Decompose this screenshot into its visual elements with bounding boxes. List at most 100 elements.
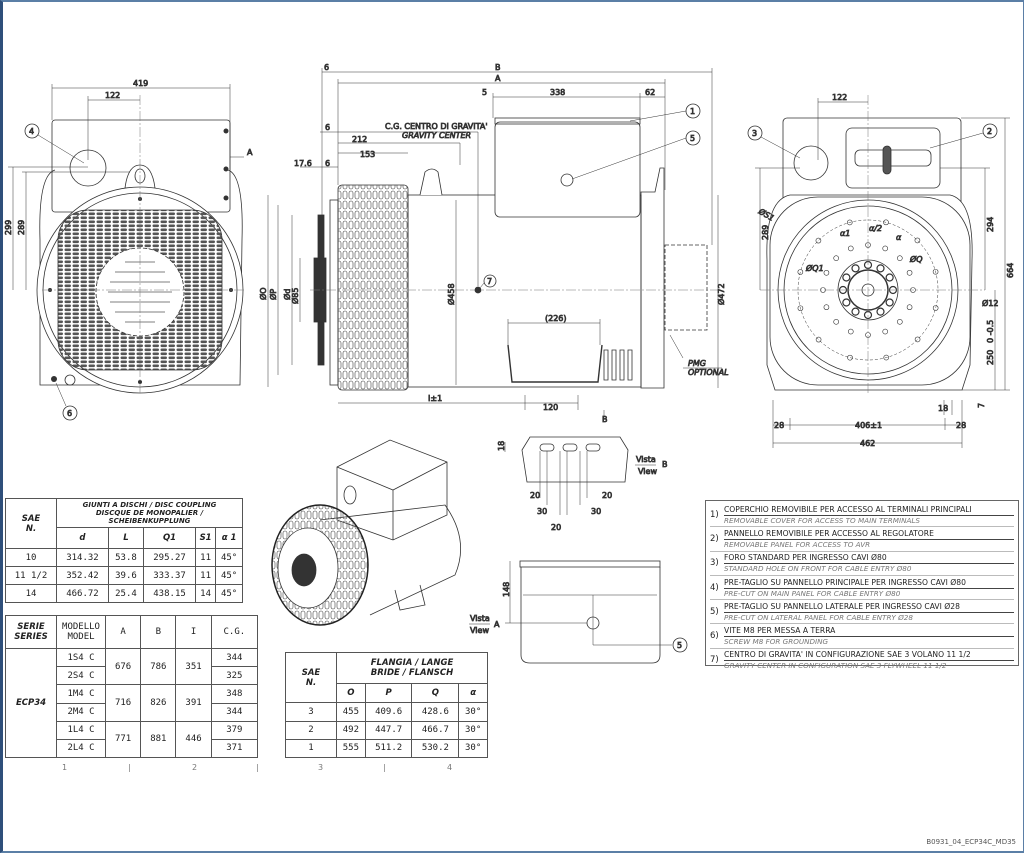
bolt-hole (797, 305, 804, 312)
callout-6-label: 6 (67, 409, 72, 418)
note-number: 1) (710, 509, 719, 520)
flange-cell: 455 (336, 702, 366, 722)
cable-hole-3 (793, 145, 829, 181)
terminal-cover (494, 117, 641, 125)
note-italian: PRE-TAGLIO SU PANNELLO PRINCIPALE PER IN… (724, 578, 1014, 589)
zone-2: 2 (192, 763, 198, 772)
note-number: 7) (710, 655, 719, 666)
model-cell: 2L4 C (56, 738, 106, 759)
gravity-center (474, 286, 482, 294)
view-b-dim-20c: 20 (551, 523, 561, 532)
flange-cell: 492 (336, 720, 366, 740)
flange-cell: 511.2 (364, 738, 413, 759)
coupling-cell: 45° (215, 566, 243, 585)
end-dimensions (755, 98, 1010, 448)
col-q: Q (411, 683, 460, 704)
view-a-dim-148: 148 (502, 582, 511, 597)
col-alpha: α (458, 683, 488, 704)
bolt-hole (914, 237, 921, 244)
vent-slots (603, 349, 633, 381)
view-b-dim-20a: 20 (530, 491, 540, 500)
bolt-hole (823, 304, 830, 311)
end-view: 122 289 294 664 250 0 -0.5 Ø12 ØS1 α1 α/… (747, 93, 1015, 448)
iso-hub (291, 553, 317, 587)
note-english: REMOVABLE PANEL FOR ACCESS TO AVR (724, 539, 871, 549)
coupling-cell: 466.72 (56, 584, 109, 603)
view-a-panel (520, 567, 661, 664)
dim-226: (226) (545, 314, 567, 323)
bolt-hole (847, 245, 854, 252)
zone-sep-3: | (383, 763, 386, 772)
note-italian: COPERCHIO REMOVIBILE PER ACCESSO AL TERM… (724, 505, 1014, 516)
view-b-dim-30a: 30 (537, 507, 547, 516)
end-dim-122: 122 (832, 93, 847, 102)
iso-body (319, 504, 461, 616)
end-dim-phi-q: ØQ (909, 254, 923, 264)
dim-phi-458: Ø458 (446, 283, 456, 305)
end-dim-664: 664 (1006, 263, 1015, 278)
flange-cell: 555 (336, 738, 366, 759)
pmg-label: PMG (688, 359, 706, 368)
end-dim-28-left: 28 (774, 421, 784, 430)
end-dim-250-tolerance: 0 -0.5 (986, 320, 995, 343)
view-a-cover (519, 560, 661, 568)
cg-cell: 379 (210, 720, 259, 740)
bolt-hole (876, 264, 885, 273)
notes-legend: 1) COPERCHIO REMOVIBILE PER ACCESSO AL TE… (705, 500, 1019, 670)
coupling-cell: 14 (5, 584, 57, 603)
iso-cable-hole (343, 485, 357, 505)
note-item: 5)PRE-TAGLIO SU PANNELLO LATERALE PER IN… (710, 600, 1014, 625)
end-dim-289: 289 (761, 225, 770, 240)
note-item: 2)PANNELLO REMOVIBILE PER ACCESSO AL REG… (710, 527, 1014, 552)
coupling-title-1: GIUNTI A DISCHI / DISC COUPLING (82, 501, 217, 509)
col-alpha1: α 1 (215, 527, 243, 549)
front-view: 419 122 299 289 A 4 6 (4, 79, 253, 421)
view-b: 18 20 20 30 30 20 Vista View B (497, 436, 668, 532)
dim-b-cell: 786 (140, 648, 177, 686)
dim-17-6: 17.6 (294, 159, 312, 168)
view-b-title-view: View (638, 467, 657, 476)
flange-title-2: BRIDE / FLANSCH (370, 668, 454, 679)
end-dim-406: 406±1 (855, 421, 882, 430)
isometric-view (271, 439, 461, 626)
flange-cell: 2 (285, 720, 337, 740)
view-a-letter: A (494, 620, 500, 629)
bolt-hole (885, 273, 894, 282)
view-b-dim-18: 18 (497, 441, 506, 451)
bolt-hole (882, 245, 889, 252)
note-item: 4)PRE-TAGLIO SU PANNELLO PRINCIPALE PER … (710, 576, 1014, 601)
coupling-cell: 438.15 (143, 584, 196, 603)
coupling-cell: 295.27 (143, 548, 196, 567)
model-cell: 2M4 C (56, 702, 106, 722)
dim-i-cell: 351 (175, 648, 212, 686)
zone-3: 3 (318, 763, 324, 772)
view-b-dim-20b: 20 (602, 491, 612, 500)
bolt-hole (906, 269, 913, 276)
dim-5: 5 (482, 88, 487, 97)
zone-1: 1 (62, 763, 68, 772)
bolt-hole (932, 305, 939, 311)
callout-6 (62, 405, 78, 421)
dim-122: 122 (105, 91, 120, 100)
dim-338: 338 (550, 88, 565, 97)
flange-cell: 30° (458, 702, 488, 722)
end-dim-462: 462 (860, 439, 875, 448)
end-bracket (640, 167, 665, 389)
callout-7: 7 (487, 277, 492, 286)
bolt-hole (847, 354, 853, 361)
view-b-letter: B (662, 460, 668, 469)
note-number: 6) (710, 631, 719, 642)
note-number: 5) (710, 606, 719, 617)
flange-title-1: FLANGIA / LANGE (370, 658, 454, 669)
coupling-cell: 45° (215, 584, 243, 603)
side-lifting-eye (419, 168, 443, 196)
coupling-cell: 352.42 (56, 566, 109, 585)
flange-cell: 3 (285, 702, 337, 722)
model-cell: 2S4 C (56, 666, 106, 686)
note-english: PRE-CUT ON MAIN PANEL FOR CABLE ENTRY Ø8… (724, 588, 901, 598)
